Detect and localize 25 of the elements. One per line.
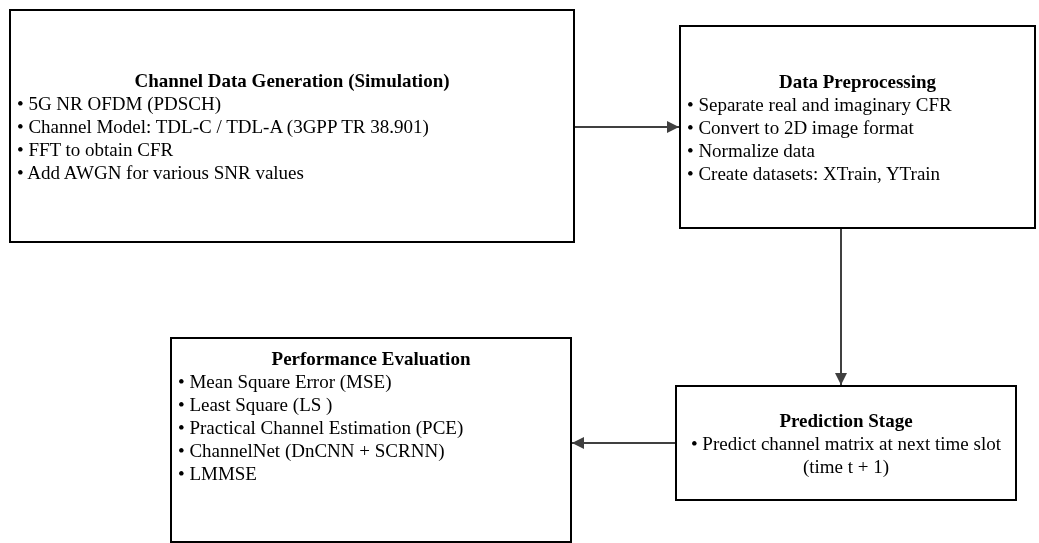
box-heading: Data Preprocessing [778,69,937,93]
bullet-item: • Practical Channel Estimation (PCE) [178,416,464,439]
bullet-item: • Convert to 2D image format [687,115,914,139]
arrow [835,228,847,386]
bullet-item: • 5G NR OFDM (PDSCH) [17,91,222,115]
bullet-item: • Add AWGN for various SNR values [17,160,304,184]
box-heading: Prediction Stage [779,408,913,432]
arrow [574,121,680,133]
arrow [571,437,676,449]
bullet-item: • Least Square (LS ) [178,393,333,416]
box-heading: Channel Data Generation (Simulation) [134,68,450,92]
process-box [9,9,575,243]
bullet-item: • Create datasets: XTrain, YTrain [687,161,941,185]
bullet-item: • FFT to obtain CFR [17,137,174,161]
box-heading: Performance Evaluation [271,347,471,370]
process-box [170,337,572,543]
process-box [679,25,1036,229]
bullet-item: • LMMSE [178,462,257,485]
bullet-item: • ChannelNet (DnCNN + SCRNN) [178,439,445,462]
bullet-item: • Predict channel matrix at next time slot (time t + 1) [689,431,1002,478]
bullet-item: • Mean Square Error (MSE) [178,370,392,393]
process-box [675,385,1017,501]
bullet-item: • Channel Model: TDL-C / TDL-A (3GPP TR 38.901) [17,114,429,138]
bullet-item: • Separate real and imaginary CFR [687,92,952,116]
bullet-item: • Normalize data [687,138,815,162]
